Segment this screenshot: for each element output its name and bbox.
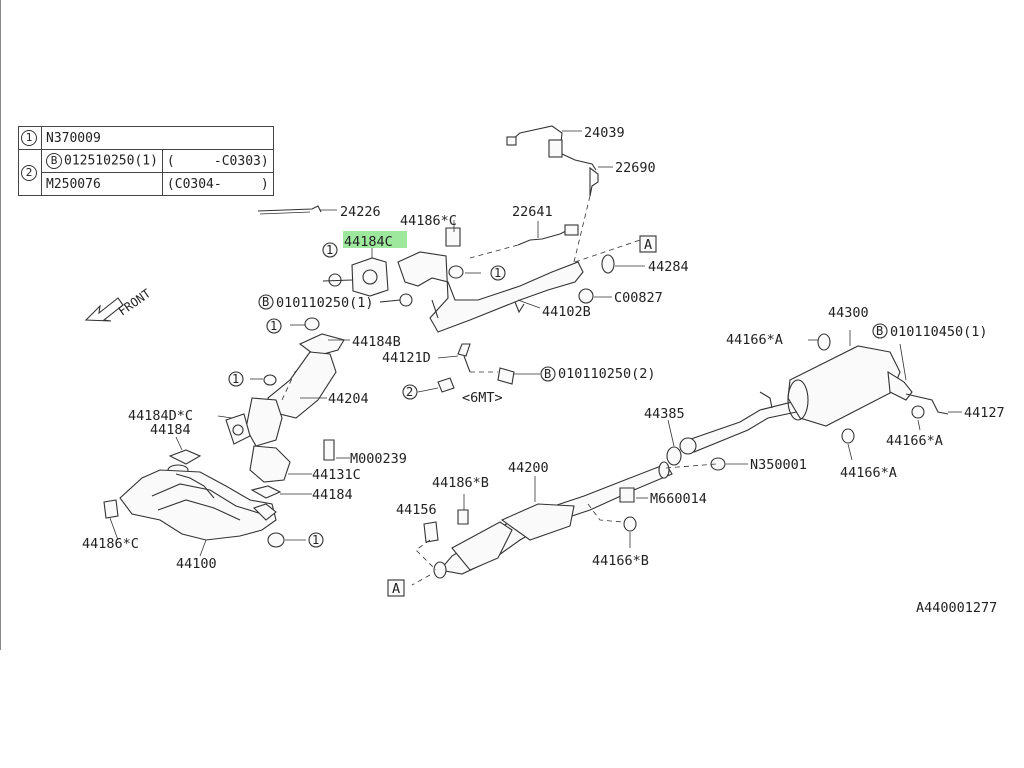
reference-marker-2: 2 — [18, 149, 42, 196]
circled-letter-b-icon: B — [872, 323, 888, 339]
part-label-44385: 44385 — [644, 406, 685, 422]
part-label-44127: 44127 — [964, 405, 1005, 421]
circled-number-icon: 1 — [21, 130, 37, 146]
circled-marker-1-icon: 1 — [490, 265, 506, 281]
oxygen-sensor-harness — [506, 125, 613, 263]
reference-row-3: M250076 (C0304- ) — [19, 172, 274, 196]
part-label-22641: 22641 — [512, 204, 553, 220]
part-label-44166a: 44166*A — [726, 332, 783, 348]
part-label-24039: 24039 — [584, 125, 625, 141]
reference-row-1: 1 N370009 — [18, 126, 274, 150]
part-highlight — [343, 231, 407, 248]
exhaust-pipe-section — [245, 351, 337, 447]
part-label-44204: 44204 — [328, 391, 369, 407]
reference-code: N370009 — [41, 126, 274, 150]
diagram-code: A440001277 — [916, 600, 997, 616]
callout-a-bottom: A — [387, 579, 405, 597]
part-label-m000239: M000239 — [350, 451, 407, 467]
marker-text: 1 — [270, 319, 277, 333]
part-label-44131c: 44131C — [312, 467, 361, 483]
front-arrow-icon: FRONT — [84, 286, 154, 322]
heat-shield-bracket — [249, 439, 350, 499]
callout-a-top: A — [639, 235, 657, 253]
part-label-m660014: M660014 — [650, 491, 707, 507]
reference-range: ( -C0303) — [161, 149, 274, 173]
part-label-44284: 44284 — [648, 259, 689, 275]
part-label-44186c: 44186*C — [400, 213, 457, 229]
part-label-44121d: 44121D — [382, 350, 431, 366]
part-label-44166b: 44166*B — [592, 553, 649, 569]
part-label-44186c-lower: 44186*C — [82, 536, 139, 552]
muffler — [787, 330, 962, 461]
part-label-44184-lower: 44184 — [312, 487, 353, 503]
part-label-44186b: 44186*B — [432, 475, 489, 491]
part-label-44300: 44300 — [828, 305, 869, 321]
part-label-n350001: N350001 — [750, 457, 807, 473]
part-label-44184b: 44184B — [352, 334, 401, 350]
circled-marker-1-icon: 1 — [322, 242, 338, 258]
part-label-44184c-highlighted[interactable]: 44184C — [344, 234, 393, 250]
reference-code-text: 012510250(1) — [64, 153, 158, 169]
part-label-44184: 44184 — [150, 422, 191, 438]
pipe-gasket-and-nut — [574, 239, 645, 304]
part-label-44156: 44156 — [396, 502, 437, 518]
circled-marker-1-icon: 1 — [266, 318, 282, 334]
pipe-bracket-and-bolts — [417, 343, 540, 393]
part-label-44102b: 44102B — [542, 304, 591, 320]
part-label-44184dc: 44184D*C — [128, 408, 193, 424]
circled-letter-b-icon: B — [540, 366, 556, 382]
reference-marker-1: 1 — [18, 126, 42, 150]
part-label-010110450-1: 010110450(1) — [890, 324, 988, 340]
left-border-line — [0, 0, 1, 650]
exhaust-flange-gasket — [322, 248, 389, 297]
part-label-22690: 22690 — [615, 160, 656, 176]
part-label-44166a-bottom: 44166*A — [840, 465, 897, 481]
circled-marker-1-icon: 1 — [308, 532, 324, 548]
marker-text: 1 — [232, 372, 239, 386]
front-label: FRONT — [116, 286, 154, 318]
part-label-c00827: C00827 — [614, 290, 663, 306]
sensor-rod — [257, 205, 337, 215]
circled-marker-2-icon: 2 — [402, 384, 418, 400]
part-label-010110250-1: 010110250(1) — [276, 295, 374, 311]
oxygen-sensor — [469, 221, 579, 259]
reference-code: M250076 — [41, 172, 163, 196]
circled-marker-1-icon: 1 — [228, 371, 244, 387]
part-label-44200: 44200 — [508, 460, 549, 476]
reference-range: (C0304- ) — [161, 172, 274, 196]
marker-text: 1 — [494, 266, 501, 280]
exhaust-manifold — [103, 469, 306, 557]
part-label-010110250-2: 010110250(2) — [558, 366, 656, 382]
manifold-gasket-upper — [290, 317, 350, 357]
callout-a-label: A — [644, 237, 652, 253]
part-label-44100: 44100 — [176, 556, 217, 572]
part-label-44166a-right: 44166*A — [886, 433, 943, 449]
transmission-note-6mt: <6MT> — [462, 390, 503, 406]
circled-letter-b-icon: B — [258, 294, 274, 310]
marker-text: 1 — [326, 243, 333, 257]
part-label-24226: 24226 — [340, 204, 381, 220]
marker-text: B — [262, 295, 269, 309]
marker-text: 2 — [406, 385, 413, 399]
center-pipe-catalytic-converter — [411, 461, 673, 586]
marker-text: B — [876, 324, 883, 338]
marker-text: B — [544, 367, 551, 381]
front-exhaust-pipe — [379, 220, 584, 333]
circled-letter-b-icon: B — [46, 153, 62, 169]
circled-number-icon: 2 — [21, 164, 37, 181]
callout-a-label: A — [392, 581, 400, 597]
marker-text: 1 — [312, 533, 319, 547]
